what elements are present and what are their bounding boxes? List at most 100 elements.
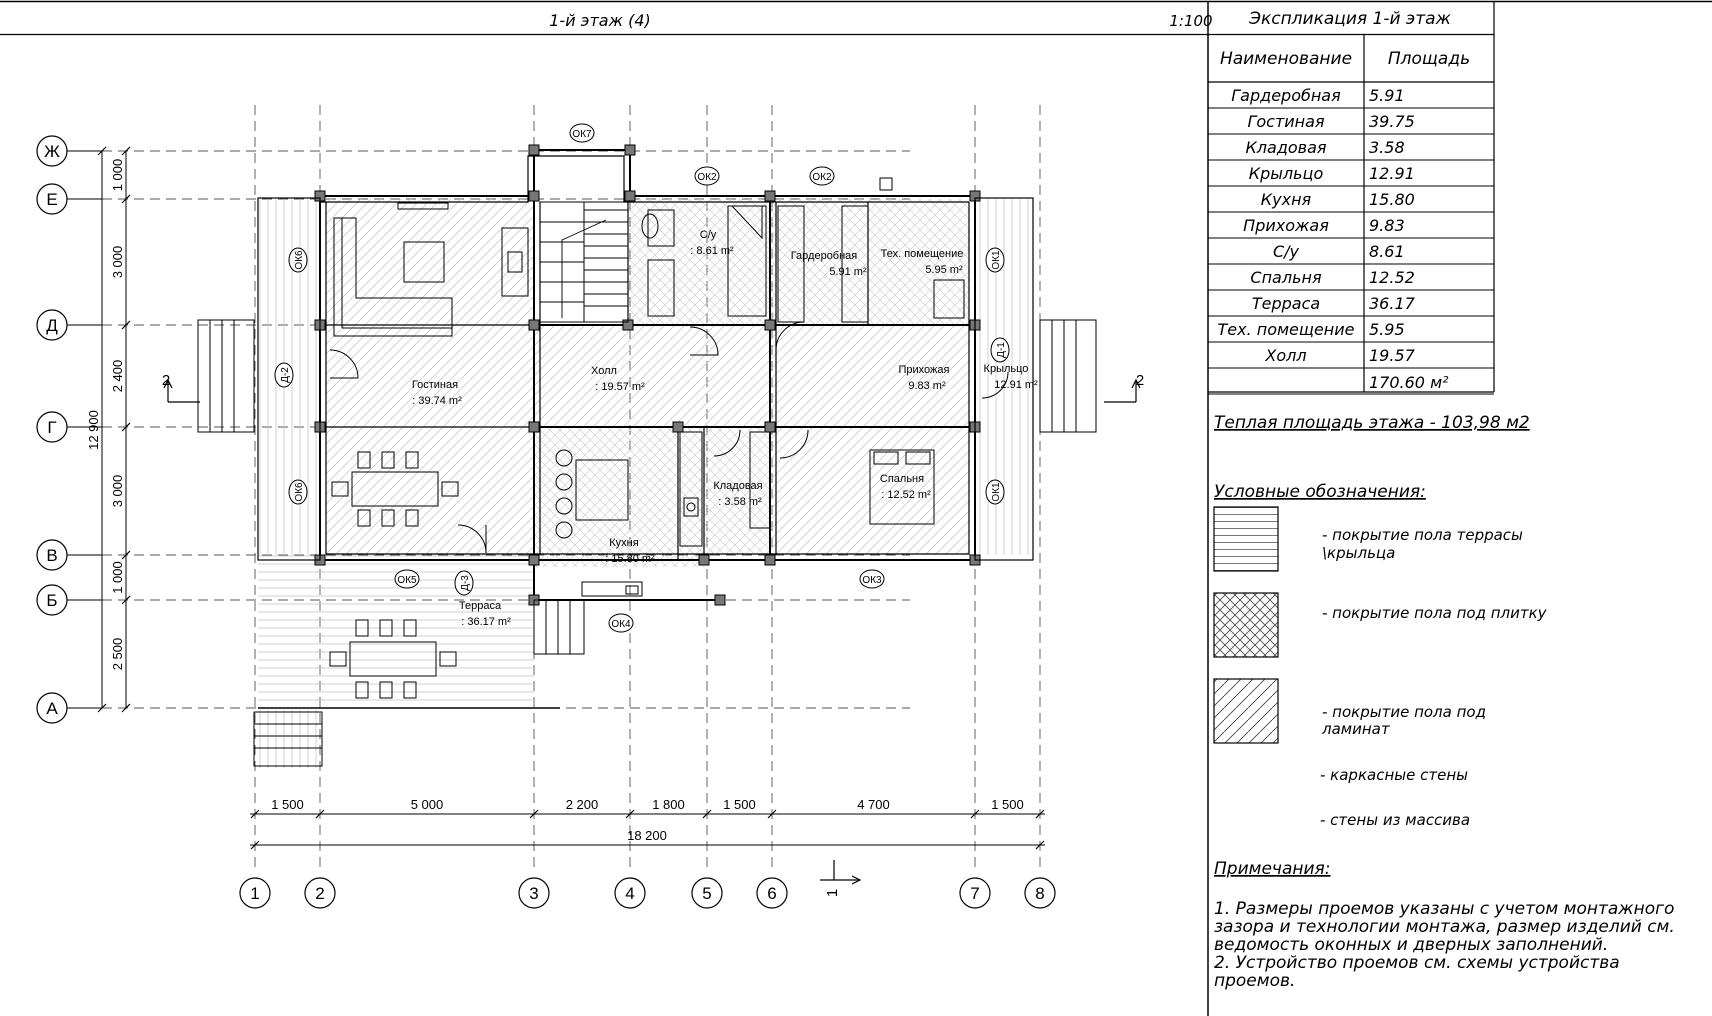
room-storage-name: Кладовая <box>713 480 762 492</box>
explication-row-area: 8.61 <box>1369 242 1405 261</box>
wall-post <box>528 554 540 566</box>
room-porch-name: Крыльцо <box>984 363 1029 375</box>
room-entry-area: 9.83 m² <box>908 380 946 392</box>
explication-row-name: Спальня <box>1250 268 1322 287</box>
horizontal-total-dimension: 18 200 <box>627 828 667 843</box>
room-wardrobe-area: 5.91 m² <box>829 266 867 278</box>
explication-row-area: 5.91 <box>1369 86 1405 105</box>
explication-row-area: 12.91 <box>1369 164 1415 183</box>
legend-label-log-walls: - стены из массива <box>1320 811 1470 829</box>
legend-swatch-laminate <box>1213 678 1279 744</box>
wall-post <box>528 190 540 202</box>
axis-number-label: 8 <box>1035 884 1044 903</box>
sheet-scale: 1:100 <box>1169 12 1212 30</box>
axis-bubble <box>691 877 723 909</box>
dining-table <box>351 471 439 507</box>
room-hall-name: Холл <box>591 365 617 377</box>
wall-post <box>764 190 776 202</box>
axis-number-label: 5 <box>702 884 711 903</box>
tv-unit <box>397 202 449 210</box>
vertical-dimension: 3 000 <box>110 475 125 508</box>
vertical-dimension: 1 000 <box>110 561 125 594</box>
axis-bubble <box>518 877 550 909</box>
terrace-table <box>349 641 437 677</box>
opening-tag: ОК1 <box>985 479 1005 505</box>
legend-title: Условные обозначения: <box>1214 482 1426 502</box>
horizontal-dimension: 4 700 <box>857 797 890 812</box>
kitchen-counter <box>679 431 703 547</box>
notes: Примечания: 1. Размеры проемов указаны с… <box>1214 859 1675 991</box>
axis-letter-label: Е <box>46 190 57 209</box>
axis-bubble <box>1024 877 1056 909</box>
svg-text:ОК3: ОК3 <box>862 575 882 586</box>
room-storage-area: : 3.58 m² <box>718 496 762 508</box>
wall-post <box>624 190 636 202</box>
explication-total: 170.60 м² <box>1369 373 1449 392</box>
room-bedroom-name: Спальня <box>880 473 924 485</box>
room-bath-name: С/у <box>700 229 717 241</box>
explication-row-name: Гостиная <box>1247 112 1324 131</box>
legend-label-tile: - покрытие пола под плитку <box>1322 604 1548 622</box>
svg-text:ОК2: ОК2 <box>697 172 717 183</box>
section-mark-left: 2 <box>162 372 170 389</box>
wall-post <box>764 421 776 433</box>
svg-text:ОК1: ОК1 <box>991 250 1002 270</box>
svg-text:ОК2: ОК2 <box>812 172 832 183</box>
wall-post <box>528 144 540 156</box>
axis-bubble <box>614 877 646 909</box>
wall-post <box>528 319 540 331</box>
legend-label-deck: - покрытие пола террасы\крыльца <box>1322 526 1523 562</box>
svg-text:ОК4: ОК4 <box>611 619 631 630</box>
sheet-title: 1-й этаж (4) <box>549 11 651 30</box>
horizontal-dimension: 2 200 <box>566 797 599 812</box>
axis-bubble <box>959 877 991 909</box>
opening-tag: ОК2 <box>694 166 720 186</box>
opening-tag: ОК3 <box>859 569 885 589</box>
axis-bubble <box>756 877 788 909</box>
room-terrace-area: : 36.17 m² <box>461 616 511 628</box>
dimension-lines <box>101 151 1045 846</box>
porch-steps <box>197 197 1097 767</box>
room-labels: Гостиная : 39.74 m² Холл : 19.57 m² С/у … <box>412 229 1038 628</box>
vertical-dimension: 3 000 <box>110 246 125 279</box>
room-hall-area: : 19.57 m² <box>595 381 645 393</box>
horizontal-dimension: 1 500 <box>271 797 304 812</box>
axis-bubble <box>304 877 336 909</box>
opening-tag: ОК1 <box>985 247 1005 273</box>
dimension-ticks <box>97 146 1045 850</box>
svg-text:Д-1: Д-1 <box>996 342 1007 358</box>
axis-number-label: 6 <box>767 884 776 903</box>
bed <box>869 449 935 525</box>
room-tech-area: 5.95 m² <box>925 264 963 276</box>
opening-tag: ОК6 <box>288 479 308 505</box>
opening-tag: Д-1 <box>990 337 1010 363</box>
wall-post <box>624 144 636 156</box>
section-mark-bottom: 1 <box>824 889 841 897</box>
section-mark-2 <box>163 378 1141 885</box>
vertical-dimension: 2 500 <box>110 638 125 671</box>
horizontal-dimension: 1 500 <box>723 797 756 812</box>
room-bedroom-area: : 12.52 m² <box>881 489 931 501</box>
wall-post <box>764 554 776 566</box>
axis-letter-label: Д <box>46 316 58 335</box>
axis-bubble <box>239 877 271 909</box>
explication-row-area: 5.95 <box>1369 320 1405 339</box>
legend-swatch-tile <box>1213 592 1279 658</box>
axis-letter-label: А <box>46 699 58 718</box>
furniture <box>329 177 1009 699</box>
room-terrace-name: Терраса <box>459 600 502 612</box>
opening-tag: ОК2 <box>809 166 835 186</box>
horizontal-dimension: 1 800 <box>652 797 685 812</box>
opening-tag: ОК5 <box>394 569 420 589</box>
notes-title: Примечания: <box>1214 859 1331 879</box>
explication-row-name: Крыльцо <box>1249 164 1324 183</box>
explication-header-name: Наименование <box>1220 49 1352 69</box>
explication-row-name: Гардеробная <box>1231 86 1341 105</box>
explication-table: Экспликация 1-й этаж Наименование Площад… <box>1208 1 1495 395</box>
svg-text:ОК1: ОК1 <box>991 482 1002 502</box>
explication-row-name: С/у <box>1273 242 1300 261</box>
